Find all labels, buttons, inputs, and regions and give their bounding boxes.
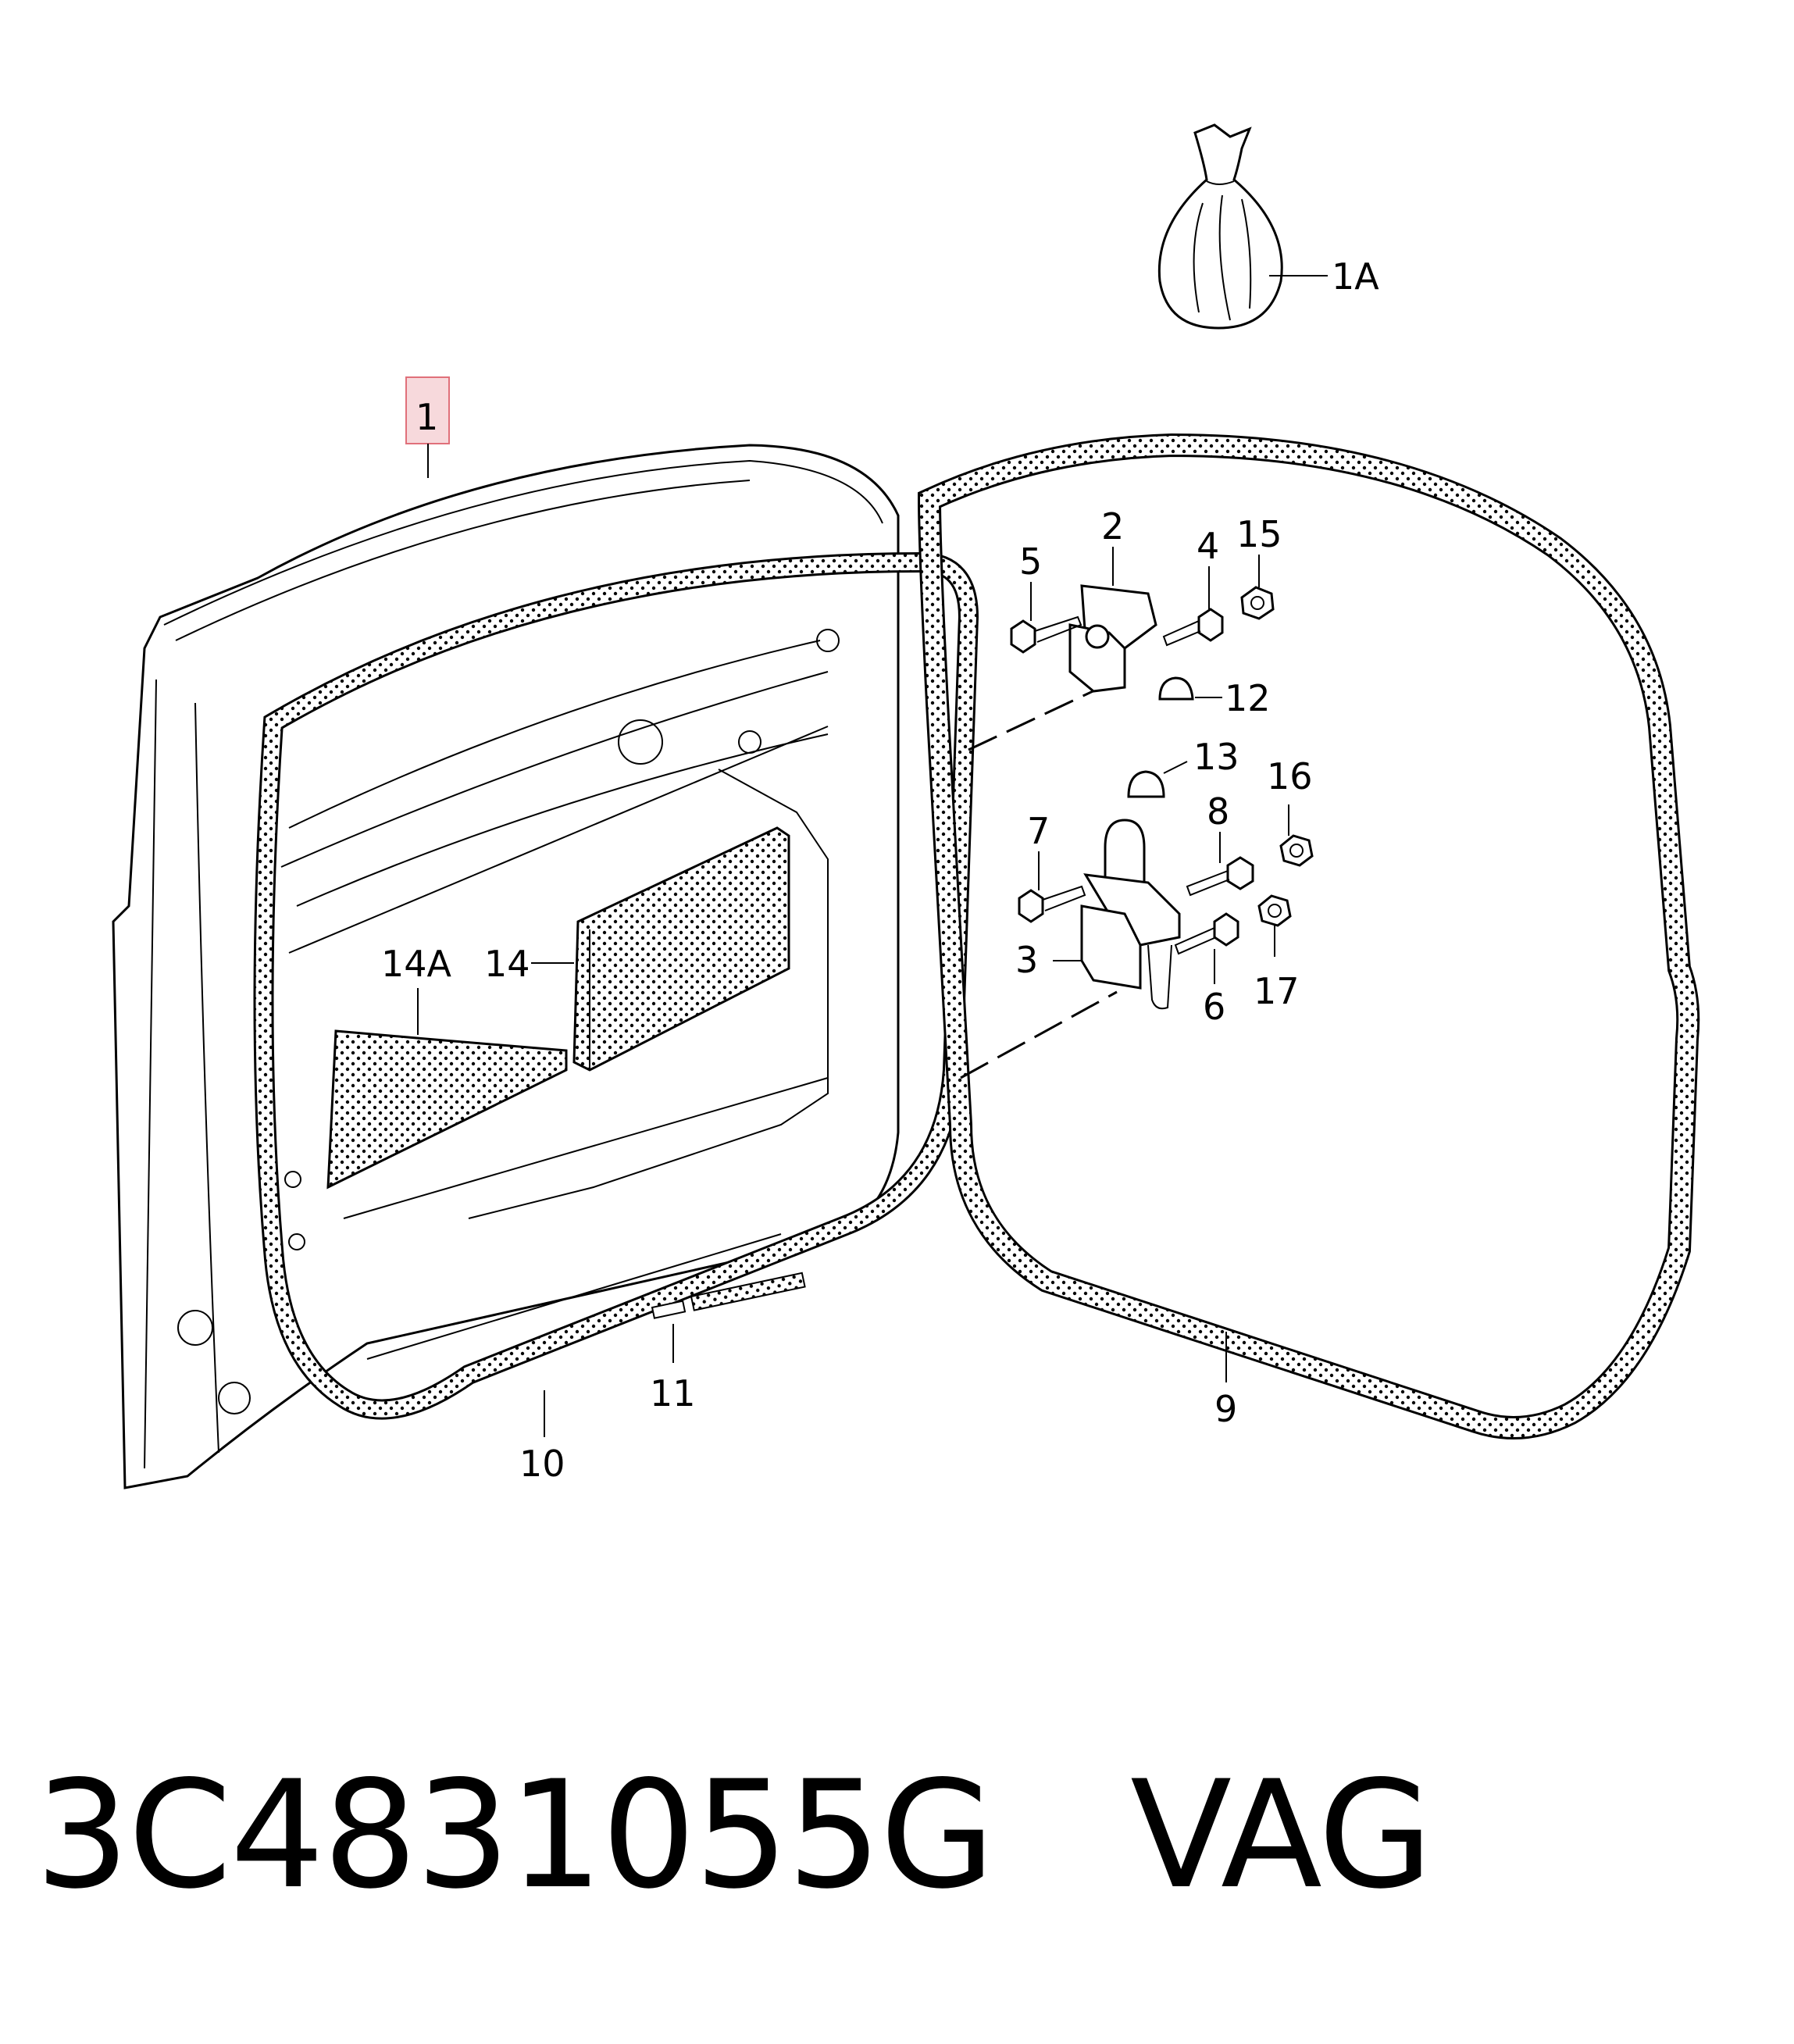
callout-15: 15	[1236, 513, 1282, 555]
callout-14: 14	[484, 943, 530, 985]
callout-9: 9	[1214, 1388, 1237, 1430]
hinge-axis-lower	[960, 990, 1118, 1079]
bolt-5-icon	[1010, 615, 1082, 654]
callout-6: 6	[1203, 986, 1225, 1028]
callout-1A: 1A	[1332, 255, 1379, 298]
callout-16: 16	[1267, 755, 1313, 797]
callout-10: 10	[519, 1443, 565, 1485]
callout-12: 12	[1225, 677, 1271, 719]
damping-pad	[326, 1029, 568, 1190]
callout-11: 11	[650, 1372, 696, 1414]
callout-13: 13	[1193, 736, 1239, 778]
nut-15-icon	[1240, 586, 1275, 620]
callout-1: 1	[416, 396, 438, 438]
hinge-axis-upper	[968, 686, 1102, 751]
cap-12-icon	[1158, 676, 1194, 701]
part-number: 3C4831055G	[35, 1749, 995, 1921]
bolt-4-icon	[1162, 608, 1224, 647]
lower-hinge	[1080, 819, 1181, 1010]
sealing-bag-icon	[1157, 123, 1283, 330]
nut-17-icon	[1257, 894, 1292, 927]
sealing-strip	[651, 1272, 806, 1319]
callout-8: 8	[1207, 790, 1229, 833]
leader-13	[1163, 761, 1188, 774]
bolt-6-icon	[1174, 912, 1239, 955]
cap-13-icon	[1127, 770, 1165, 798]
callout-4: 4	[1197, 525, 1219, 567]
door-seal	[253, 551, 979, 1420]
callout-5: 5	[1019, 540, 1042, 583]
body-seal	[917, 433, 1700, 1439]
footer-caption: 3C4831055G VAG	[35, 1761, 1433, 1910]
upper-hinge	[1068, 584, 1157, 693]
callout-3: 3	[1015, 939, 1038, 981]
callout-14A: 14A	[381, 943, 452, 985]
bolt-7-icon	[1018, 885, 1086, 923]
callout-17: 17	[1254, 970, 1300, 1012]
callout-2: 2	[1101, 505, 1124, 548]
brand-name: VAG	[1130, 1749, 1433, 1921]
bolt-8-icon	[1186, 856, 1254, 897]
callout-7: 7	[1027, 810, 1050, 852]
insulation-pad	[572, 826, 790, 1072]
nut-16-icon	[1279, 834, 1314, 867]
